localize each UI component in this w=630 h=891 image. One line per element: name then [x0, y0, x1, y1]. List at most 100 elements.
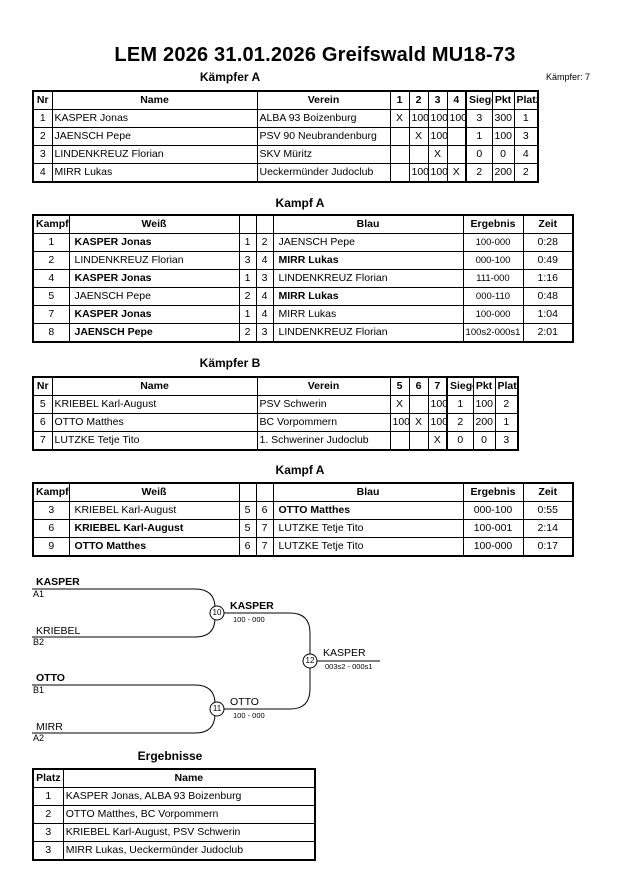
table-cell: OTTO Matthes: [272, 501, 464, 520]
column-header: Nr: [32, 90, 53, 110]
table-cell: 7: [255, 537, 274, 557]
table-cell: 2: [238, 323, 257, 343]
column-header: Ergebnis: [462, 214, 524, 234]
table-cell: 2: [494, 395, 519, 414]
column-header: 1: [389, 90, 410, 110]
table-cell: 100: [427, 163, 448, 183]
table-cell: KASPER Jonas, ALBA 93 Boizenburg: [62, 787, 316, 806]
match-10-winner: KASPER: [230, 600, 274, 612]
table-cell: 3: [513, 127, 539, 146]
table-cell: KASPER Jonas: [51, 109, 258, 128]
table-cell: [389, 431, 410, 451]
table-cell: 4: [513, 145, 539, 164]
table-cell: 4: [32, 269, 70, 288]
table-cell: 1: [238, 233, 257, 252]
table-cell: LUTZKE Tetje Tito: [51, 431, 258, 451]
table-cell: KRIEBEL Karl-August: [68, 519, 240, 538]
table-cell: 4: [255, 287, 274, 306]
table-cell: X: [446, 163, 467, 183]
column-header: 6: [408, 376, 429, 396]
table-cell: 6: [238, 537, 257, 557]
page-title: LEM 2026 31.01.2026 Greifswald MU18-73: [114, 44, 516, 66]
column-header: Weiß: [68, 482, 240, 502]
column-header: Verein: [256, 90, 391, 110]
table-cell: 3: [494, 431, 519, 451]
table-cell: 3: [255, 323, 274, 343]
table-cell: 5: [238, 501, 257, 520]
table-cell: 3: [32, 841, 64, 861]
table-cell: 6: [32, 413, 53, 432]
bracket-a1-name: KASPER: [36, 576, 80, 588]
table-cell: 100: [491, 127, 515, 146]
table-cell: 0: [491, 145, 515, 164]
match-11-result: 100 - 000: [233, 711, 265, 720]
table-cell: [446, 145, 467, 164]
table-cell: 1: [32, 233, 70, 252]
column-header: Kampf: [32, 482, 70, 502]
table-cell: 2: [446, 413, 474, 432]
column-header: [238, 214, 257, 234]
table-cell: 1:16: [522, 269, 574, 288]
table-cell: 3: [255, 269, 274, 288]
table-cell: 100: [408, 163, 429, 183]
table-cell: 100s2-000s1: [462, 323, 524, 343]
table-cell: KRIEBEL Karl-August: [51, 395, 258, 414]
table-cell: [389, 127, 410, 146]
table-cell: 3: [32, 823, 64, 842]
table-cell: 300: [491, 109, 515, 128]
column-header: 3: [427, 90, 448, 110]
table-cell: LINDENKREUZ Florian: [272, 269, 464, 288]
table-cell: 0:28: [522, 233, 574, 252]
match-12-number: 12: [305, 656, 315, 665]
table-cell: KASPER Jonas: [68, 269, 240, 288]
table-cell: 3: [465, 109, 493, 128]
table-cell: 100: [427, 109, 448, 128]
column-header: Kampf: [32, 214, 70, 234]
column-header: Verein: [256, 376, 391, 396]
table-cell: 100-000: [462, 233, 524, 252]
bracket-a2-name: MIRR: [36, 721, 63, 733]
table-cell: 0:49: [522, 251, 574, 270]
table-cell: X: [408, 127, 429, 146]
bracket-b1-seed: B1: [33, 685, 45, 695]
table-cell: 9: [32, 537, 70, 557]
table-cell: 0: [472, 431, 496, 451]
table-cell: 4: [255, 305, 274, 324]
table-cell: ALBA 93 Boizenburg: [256, 109, 391, 128]
match-11-number: 11: [212, 704, 222, 713]
table-cell: 1: [32, 109, 53, 128]
table-cell: 100: [446, 109, 467, 128]
table-cell: 5: [32, 287, 70, 306]
table-cell: 0:55: [522, 501, 574, 520]
table-cell: 000-100: [462, 251, 524, 270]
table-cell: 6: [255, 501, 274, 520]
table-cell: 100: [427, 127, 448, 146]
column-header: Platz: [513, 90, 539, 110]
table-cell: 8: [32, 323, 70, 343]
table-cell: 1: [238, 305, 257, 324]
table-cell: [408, 395, 429, 414]
table-cell: 1: [494, 413, 519, 432]
table-cell: MIRR Lukas: [272, 251, 464, 270]
table-cell: X: [389, 109, 410, 128]
column-header: [255, 482, 274, 502]
table-cell: OTTO Matthes: [68, 537, 240, 557]
table-cell: 4: [255, 251, 274, 270]
table-cell: 1: [513, 109, 539, 128]
column-header: Pkt: [491, 90, 515, 110]
table-cell: 0:48: [522, 287, 574, 306]
match-10-number: 10: [212, 608, 222, 617]
column-header: 2: [408, 90, 429, 110]
